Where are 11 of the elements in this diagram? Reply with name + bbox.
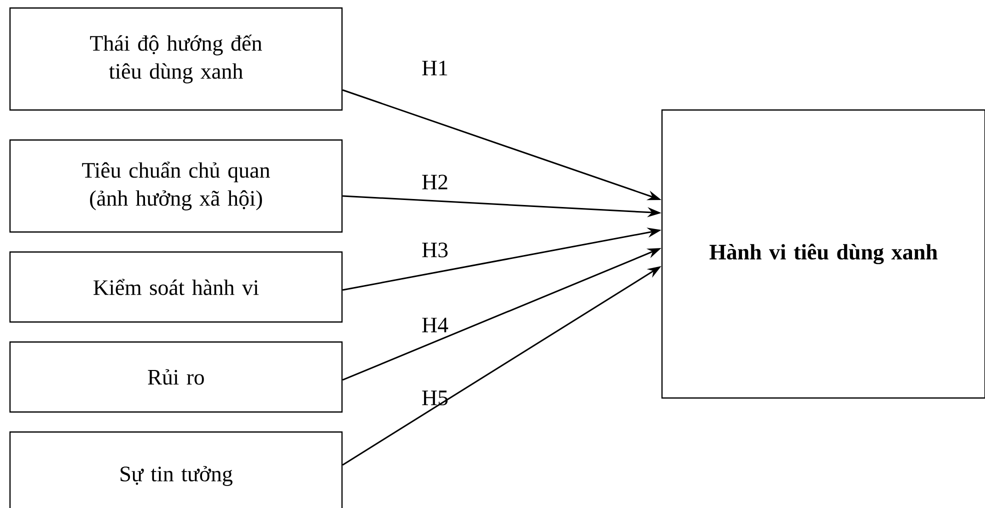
edge-label: H2 (422, 174, 448, 190)
edge-label: H1 (422, 60, 448, 76)
edge-label: H3 (422, 242, 448, 258)
factor-box: Rủi ro (9, 341, 343, 413)
result-box: Hành vi tiêu dùng xanh (661, 109, 985, 399)
factor-box: Sự tin tưởng (9, 431, 343, 508)
edge-label: H4 (422, 318, 448, 332)
factor-box: Kiểm soát hành vi (9, 251, 343, 323)
factor-box: Thái độ hướng đến tiêu dùng xanh (9, 7, 343, 111)
factor-box: Tiêu chuẩn chủ quan (ảnh hưởng xã hội) (9, 139, 343, 233)
edge-label: H5 (422, 390, 448, 406)
